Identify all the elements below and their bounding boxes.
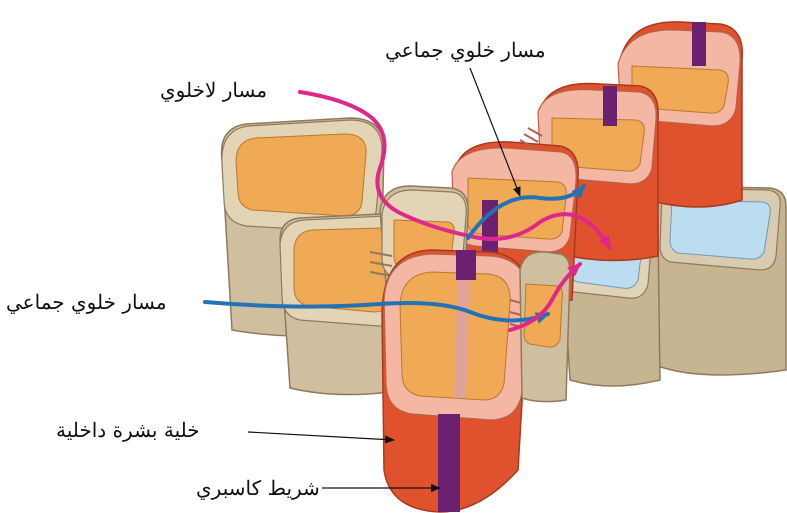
label-apoplastic-path: مسار لاخلوي <box>160 80 267 100</box>
label-symplastic-path-left: مسار خلوي جماعي <box>6 292 167 312</box>
endodermis-cell-front <box>382 250 532 512</box>
label-endodermis-cell: خلية بشرة داخلية <box>56 420 200 440</box>
leader-endodermis <box>248 432 394 440</box>
cortex-cell-small <box>520 252 570 402</box>
pericycle-cell-back <box>654 186 786 375</box>
label-casparian-strip: شريط كاسبري <box>196 478 320 498</box>
label-symplastic-path-top: مسار خلوي جماعي <box>385 40 546 60</box>
